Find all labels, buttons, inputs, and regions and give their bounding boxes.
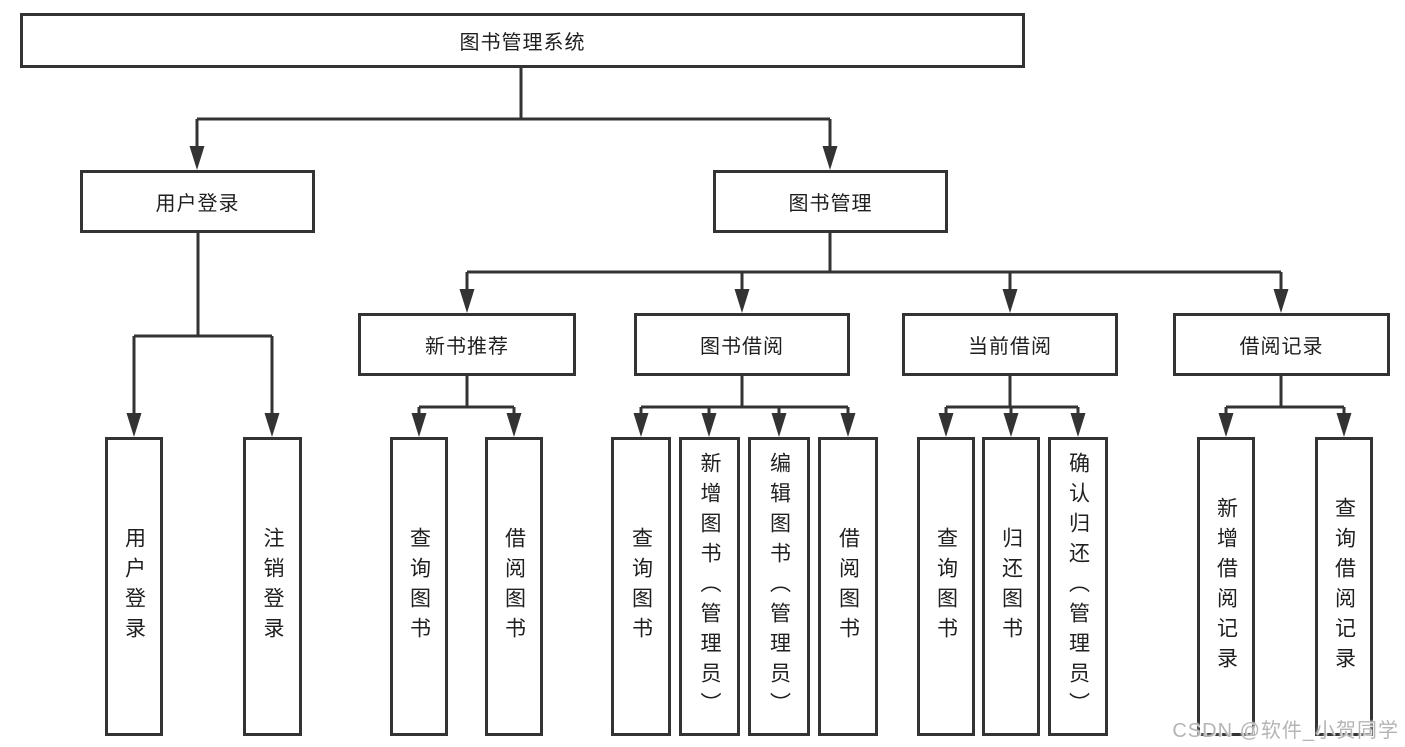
connector-current-borrow-children: [938, 376, 1086, 437]
connector-book-borrow-children: [633, 376, 856, 437]
leaf-return-books-label: 归还图书: [999, 526, 1023, 647]
leaf-edit-books-admin-label: 编辑图书（管理员）: [767, 451, 791, 722]
leaf-add-borrow-record: 新增借阅记录: [1197, 437, 1255, 736]
leaf-borrow-books-recommend-label: 借阅图书: [502, 526, 526, 647]
connector-book-management-children: [459, 233, 1289, 313]
node-book-management: 图书管理: [713, 170, 948, 233]
leaf-add-books-admin-label: 新增图书（管理员）: [698, 451, 721, 722]
leaf-query-borrow-record-label: 查询借阅记录: [1332, 496, 1356, 677]
node-borrowing-records: 借阅记录: [1173, 313, 1390, 376]
leaf-query-borrow-record: 查询借阅记录: [1315, 437, 1373, 736]
leaf-query-books-recommend-label: 查询图书: [407, 526, 431, 647]
connector-borrow-records-children: [1218, 376, 1352, 437]
leaf-borrow-books-recommend: 借阅图书: [485, 437, 543, 736]
leaf-query-books-current-label: 查询图书: [934, 526, 958, 647]
leaf-logout-login-label: 注销登录: [261, 526, 284, 647]
leaf-confirm-return-admin: 确认归还（管理员）: [1048, 437, 1108, 736]
leaf-query-books-borrow-label: 查询图书: [629, 526, 653, 647]
leaf-query-books-borrow: 查询图书: [611, 437, 671, 736]
leaf-edit-books-admin: 编辑图书（管理员）: [748, 437, 810, 736]
leaf-borrow-books-label: 借阅图书: [836, 526, 860, 647]
connector-root-to-level2: [189, 68, 838, 170]
node-current-borrowing: 当前借阅: [902, 313, 1118, 376]
leaf-return-books: 归还图书: [982, 437, 1040, 736]
connector-user-login-children: [126, 233, 280, 437]
csdn-watermark: CSDN @软件_小贺同学: [1172, 720, 1399, 742]
leaf-query-books-current: 查询图书: [917, 437, 975, 736]
node-book-borrowing: 图书借阅: [634, 313, 850, 376]
leaf-add-books-admin: 新增图书（管理员）: [679, 437, 740, 736]
connector-new-book-children: [411, 376, 522, 437]
leaf-user-login-label: 用户登录: [122, 526, 146, 647]
node-new-book-recommend: 新书推荐: [358, 313, 576, 376]
leaf-borrow-books: 借阅图书: [818, 437, 878, 736]
leaf-confirm-return-admin-label: 确认归还（管理员）: [1066, 451, 1090, 722]
leaf-logout-login: 注销登录: [243, 437, 302, 736]
node-user-login: 用户登录: [80, 170, 315, 233]
node-root-library-system: 图书管理系统: [20, 13, 1025, 68]
leaf-query-books-recommend: 查询图书: [390, 437, 448, 736]
leaf-add-borrow-record-label: 新增借阅记录: [1214, 496, 1238, 677]
leaf-user-login: 用户登录: [105, 437, 163, 736]
